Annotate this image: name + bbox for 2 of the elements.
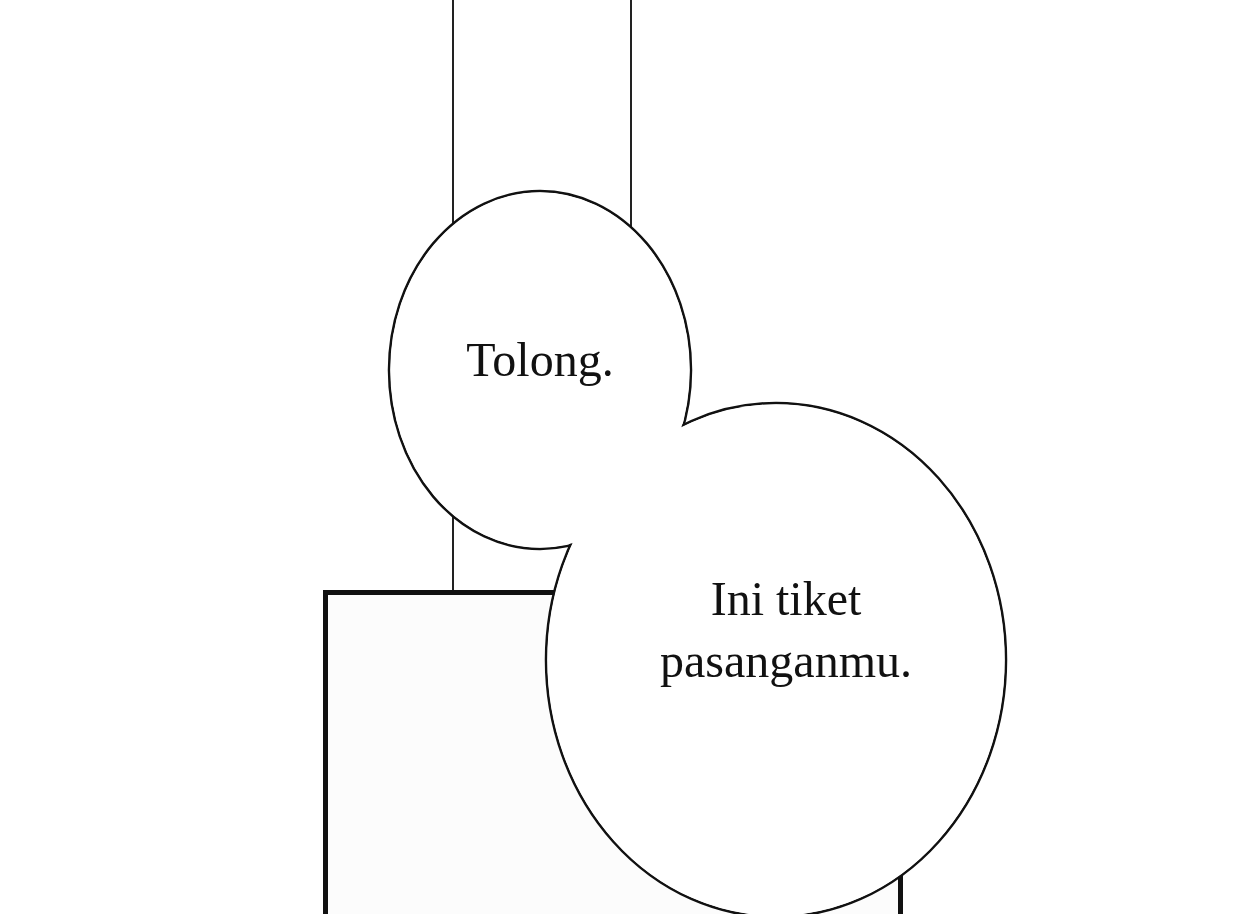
speech-text: Ini tiket pasanganmu. (659, 570, 913, 689)
speech-text: Tolong. (465, 331, 615, 388)
